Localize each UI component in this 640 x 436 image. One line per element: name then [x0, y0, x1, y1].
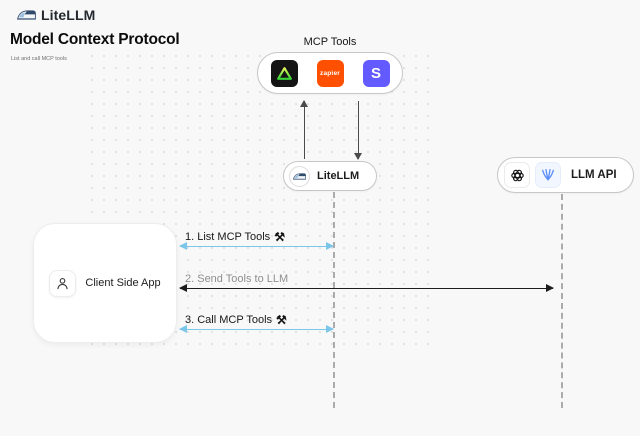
stripe-letter: S: [370, 64, 381, 82]
step1-text: 1. List MCP Tools: [185, 231, 271, 243]
stripe-icon: S: [362, 59, 390, 87]
client-node-label: Client Side App: [85, 277, 161, 289]
litellm-node-label: LiteLLM: [317, 170, 360, 182]
tools-icon: ⚒: [276, 313, 287, 327]
person-icon: [49, 269, 77, 297]
mcp-tools-label: MCP Tools: [303, 36, 357, 48]
blue-llm-provider-icon: [535, 162, 561, 188]
step3-label: 3. Call MCP Tools ⚒: [185, 314, 287, 326]
green-triangle-tool-icon: [270, 59, 298, 87]
tools-icon: ⚒: [274, 230, 285, 244]
step2-arrow: [179, 284, 554, 292]
triangle-glyph: [276, 66, 292, 80]
openai-icon: [504, 162, 530, 188]
step2-label: 2. Send Tools to LLM: [185, 273, 288, 285]
client-side-app-node: Client Side App: [33, 223, 177, 343]
openai-knot-glyph: [510, 169, 524, 181]
litellm-lifeline: [333, 192, 335, 408]
arrowhead-left: [179, 284, 187, 292]
llm-api-node-label: LLM API: [571, 169, 617, 181]
arrowhead-up: [300, 100, 308, 107]
litellm-train-logo-icon: [17, 10, 36, 20]
zapier-icon: zapier: [316, 59, 344, 87]
blue-fan-glyph: [542, 169, 554, 181]
train-icon: [293, 172, 306, 180]
step1-arrow: [179, 242, 334, 250]
llm-api-lifeline: [561, 194, 563, 408]
arrowhead-left: [179, 325, 187, 333]
zapier-wordmark: zapier: [320, 69, 340, 77]
litellm-node-icon: [289, 165, 310, 187]
llm-api-node: LLM API: [497, 157, 634, 193]
step3-arrow: [179, 325, 334, 333]
arrowhead-right: [326, 242, 334, 250]
brand: LiteLLM: [17, 7, 95, 23]
arrowhead-down: [354, 153, 362, 160]
litellm-node: LiteLLM: [283, 161, 377, 191]
step3-text: 3. Call MCP Tools: [185, 314, 273, 326]
user-glyph: [57, 277, 69, 289]
arrowhead-left: [179, 242, 187, 250]
page-subtitle: List and call MCP tools: [11, 56, 67, 62]
step1-label: 1. List MCP Tools ⚒: [185, 231, 285, 243]
mcp-tools-box: zapier S: [257, 52, 403, 94]
page-title: Model Context Protocol: [10, 31, 180, 48]
arrowhead-right: [326, 325, 334, 333]
step2-text: 2. Send Tools to LLM: [185, 273, 289, 285]
arrow-mcp-to-litellm: [354, 101, 362, 160]
arrowhead-right: [546, 284, 554, 292]
arrow-litellm-to-mcp: [300, 100, 308, 159]
brand-name: LiteLLM: [41, 7, 96, 23]
